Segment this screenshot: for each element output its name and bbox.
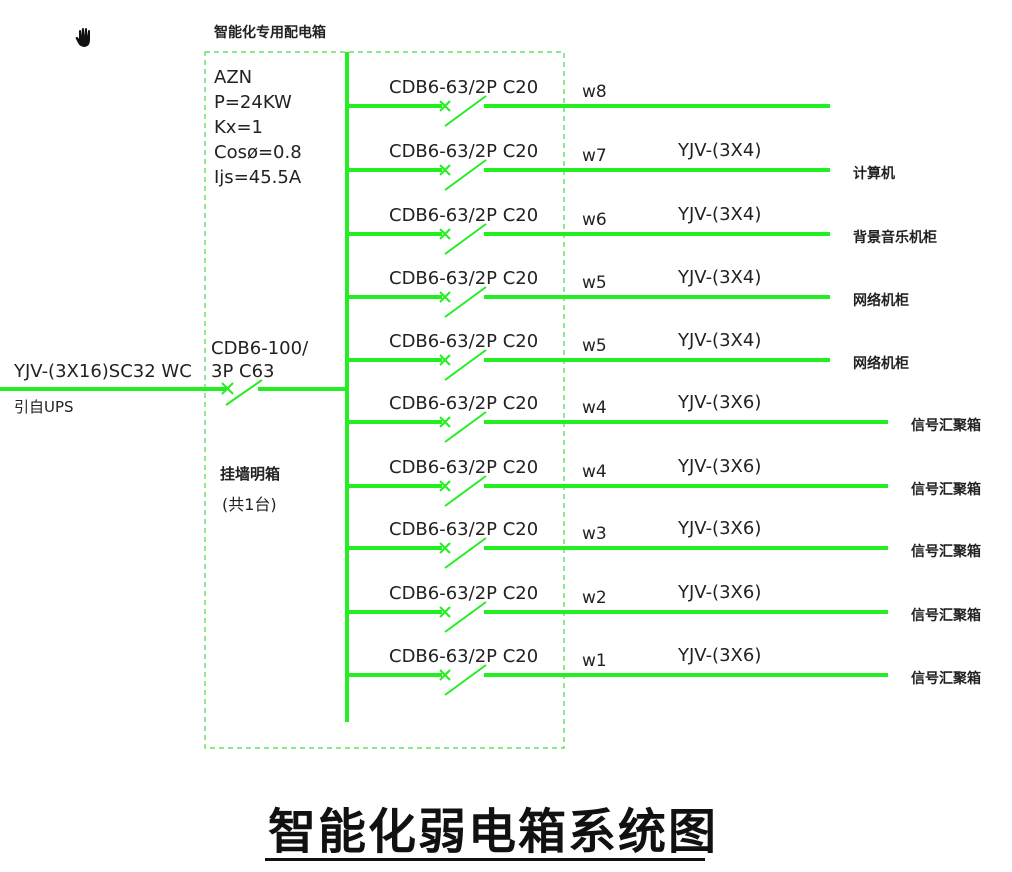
incoming-source: 引自UPS <box>14 398 74 416</box>
branch-destination: 信号汇聚箱 <box>911 608 981 624</box>
branch-cable-label: YJV-(3X6) <box>678 392 762 413</box>
branch-breaker-label: CDB6-63/2P C20 <box>389 331 539 352</box>
branch-breaker-contact <box>444 537 487 569</box>
branch-breaker-contact <box>444 159 487 191</box>
mounting-type: 挂墙明箱 <box>220 465 281 483</box>
branch-cable-label: YJV-(3X6) <box>678 645 762 666</box>
branch-breaker-label: CDB6-63/2P C20 <box>389 583 539 604</box>
branch-cable-label: YJV-(3X6) <box>678 518 762 539</box>
diagram-title: 智能化弱电箱系统图 <box>268 804 719 860</box>
panel-spec-line: Ijs=45.5A <box>214 167 302 188</box>
branch-circuit-id: w4 <box>582 398 607 418</box>
branch-breaker-x <box>439 606 451 618</box>
panel-spec-line: AZN <box>214 67 253 88</box>
branch-breaker-label: CDB6-63/2P C20 <box>389 205 539 226</box>
branch-circuit-id: w4 <box>582 462 607 482</box>
branch-breaker-x <box>439 164 451 176</box>
branch-destination: 信号汇聚箱 <box>911 482 981 498</box>
main-breaker-contact <box>225 379 263 406</box>
branch-destination: 网络机柜 <box>853 356 909 372</box>
branch-breaker-x <box>439 354 451 366</box>
branch-breaker-label: CDB6-63/2P C20 <box>389 646 539 667</box>
branch-breaker-contact <box>444 349 487 381</box>
hand-pointer-icon <box>75 28 90 47</box>
branch-circuit-id: w7 <box>582 146 607 166</box>
branch-circuit-id: w1 <box>582 651 607 671</box>
panel-boundary <box>204 51 565 749</box>
branch-destination: 信号汇聚箱 <box>911 418 981 434</box>
title-underline <box>265 858 705 861</box>
branch-breaker-label: CDB6-63/2P C20 <box>389 77 539 98</box>
branch-breaker-x <box>439 669 451 681</box>
panel-name: 智能化专用配电箱 <box>214 25 326 41</box>
branch-breaker-contact <box>444 664 487 696</box>
branch-breaker-x <box>439 228 451 240</box>
branch-circuit-id: w5 <box>582 273 607 293</box>
branch-destination: 计算机 <box>853 166 895 182</box>
branch-breaker-x <box>439 100 451 112</box>
branch-breaker-contact <box>444 601 487 633</box>
branch-cable-label: YJV-(3X6) <box>678 456 762 477</box>
panel-spec-line: P=24KW <box>214 92 292 113</box>
branch-destination: 信号汇聚箱 <box>911 671 981 687</box>
main-breaker-rating: 3P C63 <box>211 361 275 382</box>
branch-destination: 网络机柜 <box>853 293 909 309</box>
branch-breaker-label: CDB6-63/2P C20 <box>389 457 539 478</box>
branch-circuit-id: w6 <box>582 210 607 230</box>
branch-breaker-contact <box>444 475 487 507</box>
branch-breaker-contact <box>444 95 487 127</box>
main-breaker-model: CDB6-100/ <box>211 338 309 359</box>
branch-circuits <box>347 95 888 696</box>
branch-circuit-id: w8 <box>582 82 607 102</box>
branch-breaker-x <box>439 480 451 492</box>
branch-destination: 信号汇聚箱 <box>911 544 981 560</box>
branch-breaker-x <box>439 542 451 554</box>
branch-breaker-label: CDB6-63/2P C20 <box>389 519 539 540</box>
branch-breaker-contact <box>444 411 487 443</box>
branch-circuit-id: w3 <box>582 524 607 544</box>
branch-breaker-label: CDB6-63/2P C20 <box>389 141 539 162</box>
branch-breaker-label: CDB6-63/2P C20 <box>389 393 539 414</box>
branch-breaker-label: CDB6-63/2P C20 <box>389 268 539 289</box>
branch-circuit-id: w2 <box>582 588 607 608</box>
branch-cable-label: YJV-(3X4) <box>678 330 762 351</box>
branch-cable-label: YJV-(3X4) <box>678 267 762 288</box>
branch-breaker-contact <box>444 286 487 318</box>
branch-cable-label: YJV-(3X4) <box>678 140 762 161</box>
branch-circuit-id: w5 <box>582 336 607 356</box>
branch-destination: 背景音乐机柜 <box>853 230 937 246</box>
branch-breaker-contact <box>444 223 487 255</box>
branch-breaker-x <box>439 291 451 303</box>
branch-breaker-x <box>439 416 451 428</box>
incoming-cable: YJV-(3X16)SC32 WC <box>14 361 192 382</box>
main-breaker-label: CDB6-100/ 3P C63 <box>211 337 308 383</box>
main-breaker-x2 <box>221 382 234 395</box>
branch-cable-label: YJV-(3X4) <box>678 204 762 225</box>
panel-spec-line: Cosø=0.8 <box>214 142 302 163</box>
branch-cable-label: YJV-(3X6) <box>678 582 762 603</box>
panel-quantity: (共1台) <box>222 495 277 514</box>
panel-spec-line: Kx=1 <box>214 117 263 138</box>
